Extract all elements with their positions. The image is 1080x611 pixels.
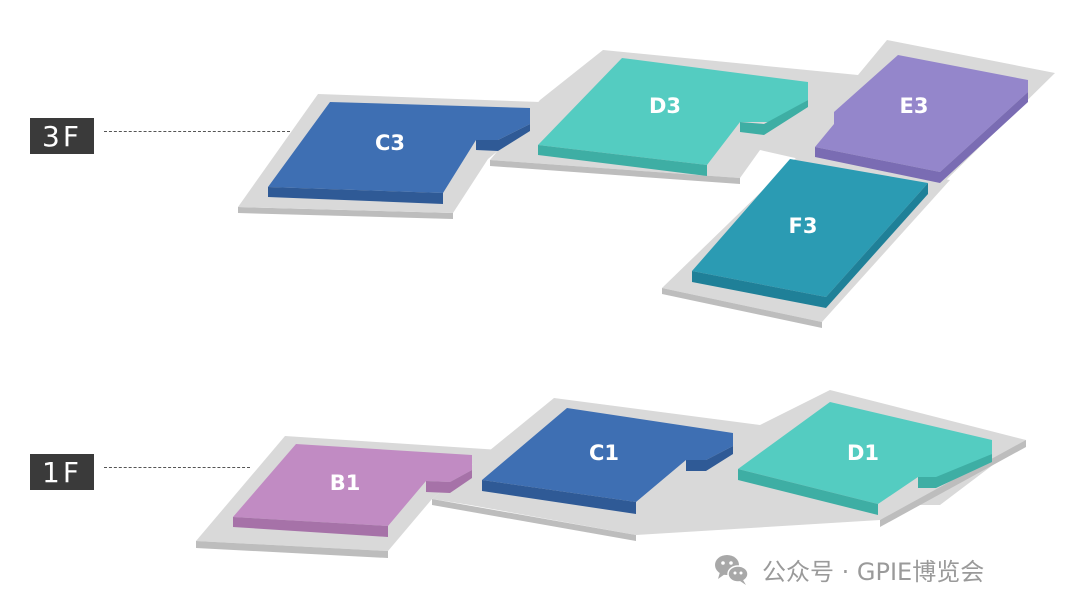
hall-d1-label: D1	[847, 441, 879, 465]
hall-d3[interactable]: D3	[538, 58, 808, 176]
hall-b1-side	[233, 517, 388, 537]
hall-f3-top	[692, 159, 928, 297]
hall-f3-right-side	[826, 183, 928, 308]
hall-d1-top	[738, 402, 992, 504]
hall-e3-right-side	[940, 92, 1028, 183]
platform-1f-mid-side	[432, 499, 636, 541]
platform-3f-right-side	[662, 288, 822, 328]
hall-d3-notch-edge	[764, 100, 808, 135]
floor-label-3f: 3F	[30, 118, 94, 154]
hall-f3-side	[692, 271, 826, 308]
hall-b1-notch	[426, 481, 450, 493]
hall-e3-label: E3	[900, 94, 929, 118]
floor-leader-line-3f	[104, 131, 290, 132]
hall-c1-notch-edge	[706, 446, 733, 471]
hall-d1-notch-edge	[936, 454, 992, 488]
hall-c3-side	[268, 187, 443, 204]
hall-c3-top	[268, 102, 530, 193]
hall-c1[interactable]: C1	[482, 408, 733, 514]
hall-d1-side	[738, 469, 878, 515]
floor-leader-line-1f	[104, 467, 250, 468]
platform-3f-left-side	[238, 207, 453, 219]
hall-c1-notch	[686, 460, 706, 471]
platform-1f-left-side	[196, 541, 388, 558]
hall-d3-label: D3	[649, 94, 681, 118]
hall-c3-notch	[476, 140, 498, 151]
hall-c1-top	[482, 408, 733, 502]
hall-f3[interactable]: F3	[692, 159, 928, 308]
hall-e3[interactable]: E3	[815, 55, 1028, 183]
hall-d1-notch	[918, 477, 936, 488]
floor-label-3f-text: 3F	[42, 119, 82, 153]
hall-c3-notch-edge	[498, 124, 530, 151]
hall-d3-notch	[740, 122, 764, 135]
hall-b1-label: B1	[330, 471, 361, 495]
hall-c1-label: C1	[589, 441, 619, 465]
wechat-icon	[715, 555, 749, 585]
hall-d3-top	[538, 58, 808, 165]
watermark: 公众号 · GPIE博览会	[712, 549, 984, 589]
hall-c3-label: C3	[375, 131, 405, 155]
hall-f3-label: F3	[789, 214, 818, 238]
floor-label-1f-text: 1F	[42, 455, 82, 489]
hall-c3[interactable]: C3	[268, 102, 530, 204]
platform-3f-mid-side	[490, 160, 740, 184]
hall-c1-side	[482, 480, 636, 514]
hall-d1[interactable]: D1	[738, 402, 992, 515]
watermark-text: 公众号 · GPIE博览会	[762, 557, 985, 586]
hall-b1-notch-edge	[450, 470, 472, 493]
hall-e3-top	[815, 55, 1028, 172]
hall-e3-side	[815, 147, 940, 183]
hall-d3-side	[538, 145, 707, 176]
hall-b1[interactable]: B1	[233, 444, 472, 537]
hall-b1-top	[233, 444, 472, 526]
floor-label-1f: 1F	[30, 454, 94, 490]
